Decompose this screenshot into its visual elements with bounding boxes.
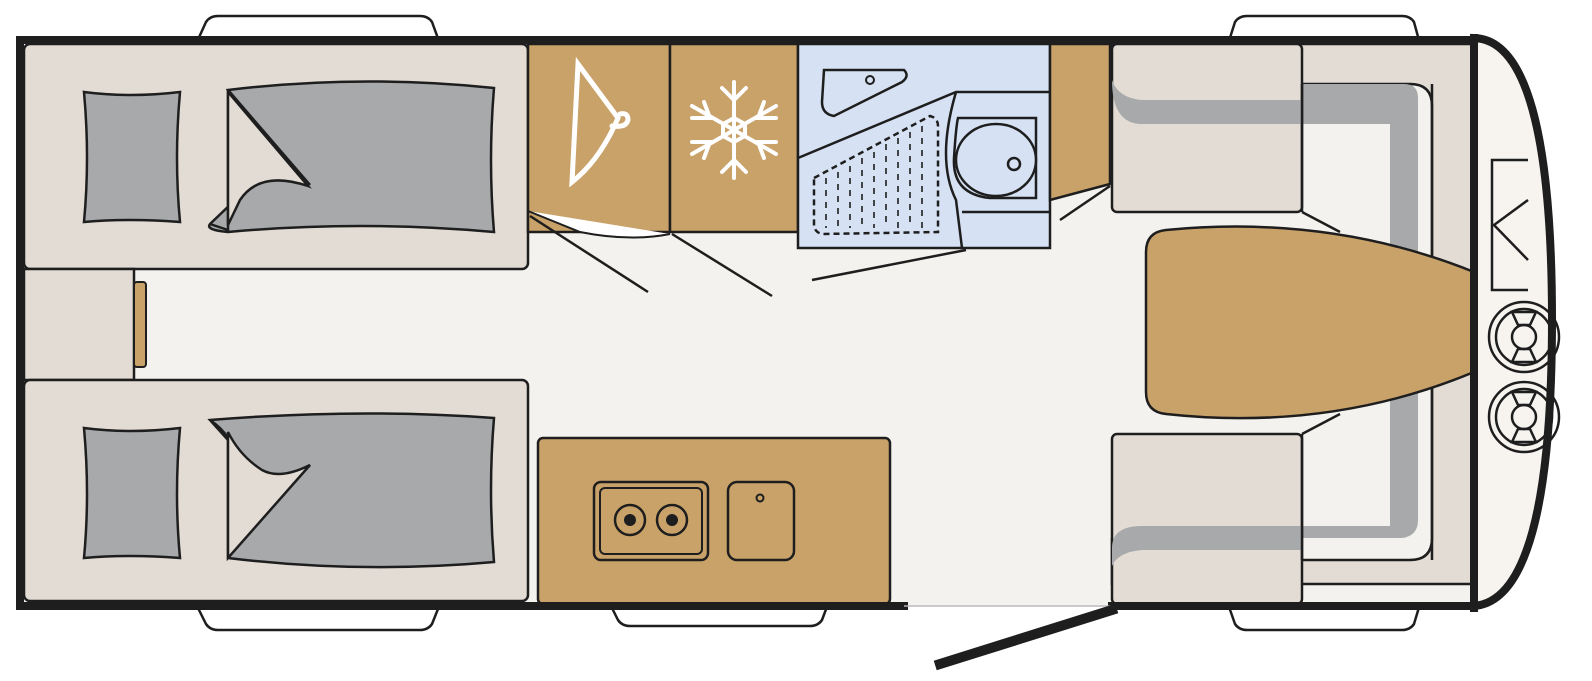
front-nose xyxy=(1470,33,1557,611)
shower-tray-icon xyxy=(812,114,940,236)
pillow-icon xyxy=(82,90,182,224)
bed-left-top xyxy=(22,42,530,271)
rear-handle xyxy=(133,281,147,368)
entrance-door xyxy=(904,603,1119,671)
kitchen xyxy=(536,436,892,606)
blanket-icon xyxy=(207,412,496,569)
sink-icon xyxy=(820,68,908,118)
sink-icon xyxy=(726,480,796,562)
washroom xyxy=(796,42,1052,282)
fridge xyxy=(668,42,800,298)
wardrobe xyxy=(526,42,672,294)
drawbar-locker xyxy=(1490,158,1529,292)
toilet-icon xyxy=(952,116,1038,200)
pillow-icon xyxy=(82,426,182,560)
rear-step xyxy=(22,267,136,382)
gas-bottle-icon xyxy=(1487,300,1561,454)
window-bottom-left xyxy=(193,602,442,632)
snowflake-icon xyxy=(690,80,778,180)
window-bottom-right xyxy=(1226,602,1422,632)
bed-left-bottom xyxy=(22,378,530,603)
hob-icon xyxy=(592,480,710,562)
dinette-table xyxy=(1144,225,1476,420)
hanger-icon xyxy=(569,56,631,188)
dinette xyxy=(1110,42,1476,606)
outer-wall xyxy=(16,34,1478,612)
